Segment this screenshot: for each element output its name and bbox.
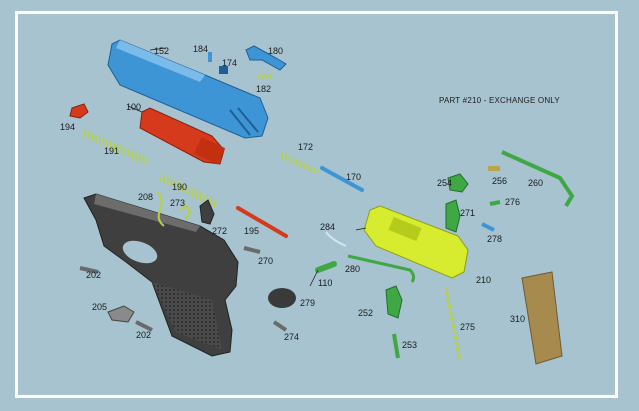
label-208: 208	[138, 192, 154, 202]
label-184: 184	[193, 44, 209, 54]
spring-172	[278, 151, 320, 175]
label-194: 194	[60, 122, 76, 132]
leader-lines	[127, 47, 367, 287]
label-174: 174	[222, 58, 238, 68]
part-184	[208, 52, 212, 62]
spring-191	[80, 129, 150, 166]
label-191: 191	[104, 146, 120, 156]
pin-110	[315, 261, 337, 273]
part-256	[488, 166, 500, 171]
part-279	[268, 288, 296, 308]
pin-276	[489, 200, 501, 206]
exchange-note: PART #210 - EXCHANGE ONLY	[439, 96, 560, 105]
label-271: 271	[460, 208, 476, 218]
label-182: 182	[256, 84, 272, 94]
label-260: 260	[528, 178, 544, 188]
label-195: 195	[244, 226, 260, 236]
spring-275	[444, 287, 462, 361]
label-110: 110	[318, 278, 333, 288]
label-284: 284	[320, 222, 336, 232]
diagram-border	[15, 11, 618, 398]
spring-190	[158, 173, 219, 208]
part-254	[447, 173, 469, 193]
label-278: 278	[487, 234, 503, 244]
label-274: 274	[284, 332, 300, 342]
label-273: 273	[170, 198, 186, 208]
part-272	[199, 199, 215, 225]
slide-part	[107, 39, 269, 139]
label-280: 280	[345, 264, 361, 274]
label-202-bottom: 202	[136, 330, 152, 340]
pin-202a	[79, 266, 99, 274]
barrel-part	[139, 107, 226, 165]
label-210: 210	[476, 275, 492, 285]
part-280	[347, 254, 416, 283]
label-253: 253	[402, 340, 418, 350]
label-272: 272	[212, 226, 228, 236]
pin-278	[481, 222, 495, 232]
label-310: 310	[510, 314, 526, 324]
part-252	[385, 285, 403, 319]
label-254: 254	[437, 178, 453, 188]
part-174	[219, 66, 228, 74]
label-205: 205	[92, 302, 108, 312]
pin-253	[392, 333, 400, 359]
label-100: 100	[126, 102, 142, 112]
magazine-310	[521, 271, 563, 365]
part-194	[69, 103, 89, 119]
label-202-top: 202	[86, 270, 102, 280]
label-279: 279	[300, 298, 316, 308]
label-276: 276	[505, 197, 521, 207]
label-270: 270	[258, 256, 274, 266]
label-252: 252	[358, 308, 374, 318]
pin-270	[243, 246, 261, 254]
part-273	[179, 204, 192, 221]
pin-202b	[135, 320, 153, 332]
label-152: 152	[154, 46, 170, 56]
part-284	[325, 231, 347, 247]
chassis-part	[363, 205, 469, 279]
spring-182	[258, 74, 272, 80]
label-172: 172	[298, 142, 314, 152]
part-271	[445, 199, 461, 233]
part-180	[245, 45, 287, 71]
pin-195	[236, 206, 288, 238]
label-180: 180	[268, 46, 284, 56]
label-256: 256	[492, 176, 508, 186]
pistol-frame	[83, 193, 239, 357]
label-190: 190	[172, 182, 188, 192]
label-170: 170	[346, 172, 362, 182]
pin-274	[272, 320, 288, 332]
pin-170	[320, 166, 364, 192]
part-260	[501, 150, 575, 208]
part-205	[107, 305, 135, 323]
part-208	[157, 191, 165, 227]
label-275: 275	[460, 322, 476, 332]
